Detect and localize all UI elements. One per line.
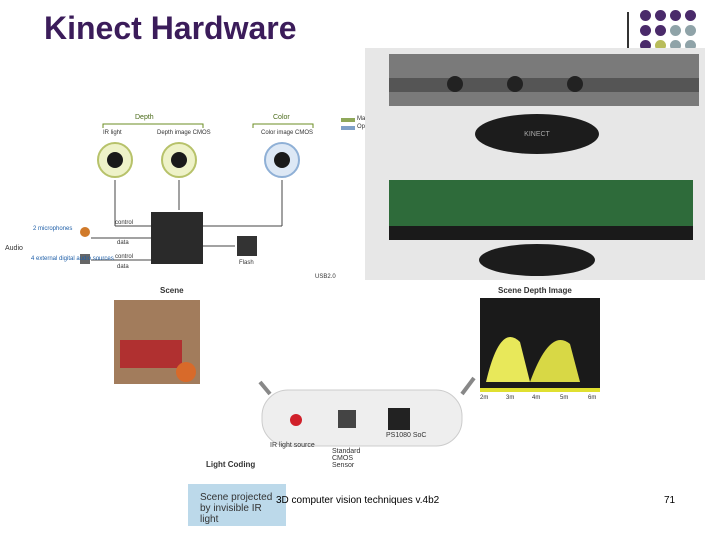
soc-chip-icon: [388, 408, 410, 430]
depth-bracket: [102, 123, 204, 128]
kinect-device-photo: KINECT: [365, 48, 705, 280]
logo-dot: [670, 40, 681, 51]
footer-text: 3D computer vision techniques v.4b2: [276, 495, 440, 506]
depth-lens-core: [171, 152, 187, 168]
color-bracket: [252, 123, 314, 128]
optional-swatch: [341, 126, 355, 130]
logo-dot: [670, 10, 681, 21]
light-coding-diagram: Scene Scene Depth Image 2m 3m 4m 5m 6m I…: [110, 282, 610, 532]
audio-label: Audio: [5, 245, 23, 252]
scene-couch: [120, 340, 182, 368]
depth-tick-5m: 5m: [560, 395, 569, 401]
block-diagram-svg: [80, 118, 355, 264]
logo-dot: [685, 40, 696, 51]
color-cmos-label: Color image CMOS: [261, 130, 314, 136]
logo-dot: [640, 10, 651, 21]
cmos-sensor-icon: [338, 410, 356, 428]
control-label-1: control: [115, 220, 134, 226]
mandatory-swatch: [341, 118, 355, 122]
data-label-2: data: [117, 264, 129, 270]
depth-label: Depth: [135, 114, 154, 121]
logo-dot: [685, 25, 696, 36]
depth-tick-4m: 4m: [532, 395, 541, 401]
light-coding-svg: [114, 298, 600, 526]
block-diagram: Depth Color IR light Depth image CMOS Co…: [3, 108, 393, 288]
depth-tick-3m: 3m: [506, 395, 515, 401]
sensor-lens-icon: [507, 76, 523, 92]
flash-chip: [237, 236, 257, 256]
logo-dot: [640, 40, 651, 51]
soc-label: PS1080 SoC: [386, 432, 427, 439]
depth-figure: [486, 337, 530, 382]
sensor-bar-strip: [389, 78, 699, 92]
scene-ball: [176, 362, 196, 382]
scene-depth-label: Scene Depth Image: [498, 286, 572, 295]
microphones-label: 2 microphones: [33, 226, 73, 232]
microphone-icon: [80, 227, 90, 237]
slide-title: Kinect Hardware: [44, 10, 297, 46]
dot-logo: [640, 10, 696, 51]
logo-dot: [655, 40, 666, 51]
scene-label: Scene: [160, 286, 184, 295]
device-stand: [479, 244, 595, 276]
sensor-unit: [261, 389, 463, 447]
logo-dot: [670, 25, 681, 36]
projected-scene-box: [188, 484, 286, 526]
logo-dot: [655, 25, 666, 36]
ir-source-label: IR light source: [270, 442, 315, 449]
light-coding-label: Light Coding: [206, 460, 256, 469]
scene-arrow: [258, 380, 272, 396]
depth-figure: [530, 339, 580, 382]
sensor-lens-icon: [447, 76, 463, 92]
kinect-brand-text: KINECT: [524, 131, 550, 138]
flash-label: Flash: [239, 260, 254, 266]
logo-dot: [685, 10, 696, 21]
logo-dot: [655, 10, 666, 21]
ir-light-label: IR light: [103, 130, 122, 136]
sensor-lens-icon: [567, 76, 583, 92]
depth-scale-bar: [480, 388, 600, 392]
bottom-casing: [389, 226, 693, 240]
depth-arrow: [460, 376, 476, 396]
kinect-photo-svg: KINECT: [389, 54, 699, 276]
color-lens-core: [274, 152, 290, 168]
depth-tick-2m: 2m: [480, 395, 489, 401]
page-number: 71: [664, 495, 676, 506]
ir-lens-core: [107, 152, 123, 168]
title-divider: [627, 12, 629, 48]
circuit-board: [389, 180, 693, 230]
logo-dot: [640, 25, 651, 36]
audio-source-icon: [80, 254, 90, 264]
control-label-2: control: [115, 254, 134, 260]
color-label: Color: [273, 114, 290, 121]
cmos-sensor-label: Standard CMOS Sensor: [332, 448, 361, 469]
ir-source-icon: [290, 414, 302, 426]
device-base: [475, 114, 599, 154]
depth-cmos-label: Depth image CMOS: [157, 130, 211, 136]
scene-projected-label: Scene projected by invisible IR light: [200, 492, 273, 525]
ps1080-chip: [151, 212, 203, 264]
usb-label: USB2.0: [315, 274, 336, 280]
data-label-1: data: [117, 240, 129, 246]
depth-tick-6m: 6m: [588, 395, 597, 401]
ext-audio-label: 4 external digital audio sources: [31, 256, 114, 262]
